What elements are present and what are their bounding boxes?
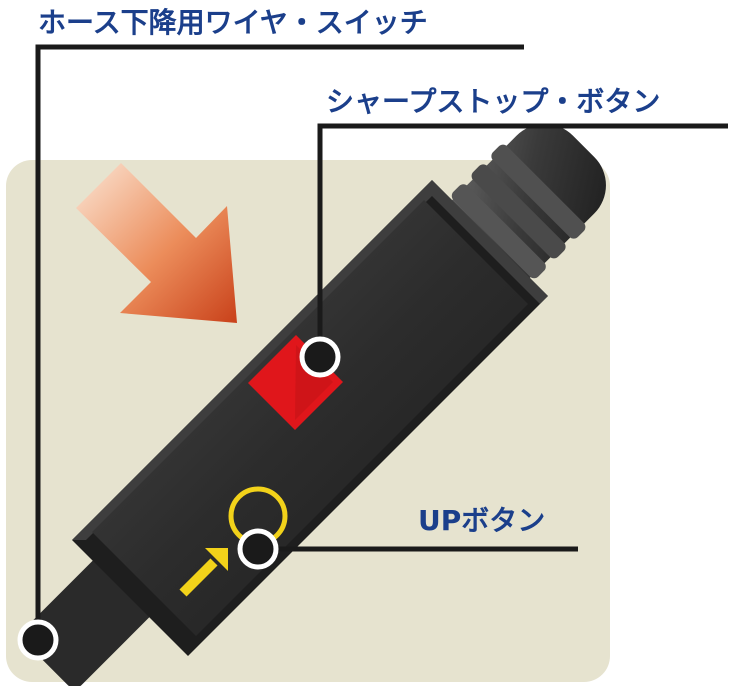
hose-switch-label: ホース下降用ワイヤ・スイッチ (38, 6, 428, 39)
direction-arrow-icon (76, 163, 237, 323)
leader-line-sharp-stop (299, 123, 728, 378)
up-arrow-icon (179, 548, 228, 597)
device-body (72, 180, 548, 656)
up-button-label: UPボタン (418, 504, 546, 537)
leader-line-hose-switch (17, 44, 524, 661)
leader-line-up-button (237, 528, 578, 570)
sharp-stop-label: シャープストップ・ボタン (326, 85, 661, 118)
